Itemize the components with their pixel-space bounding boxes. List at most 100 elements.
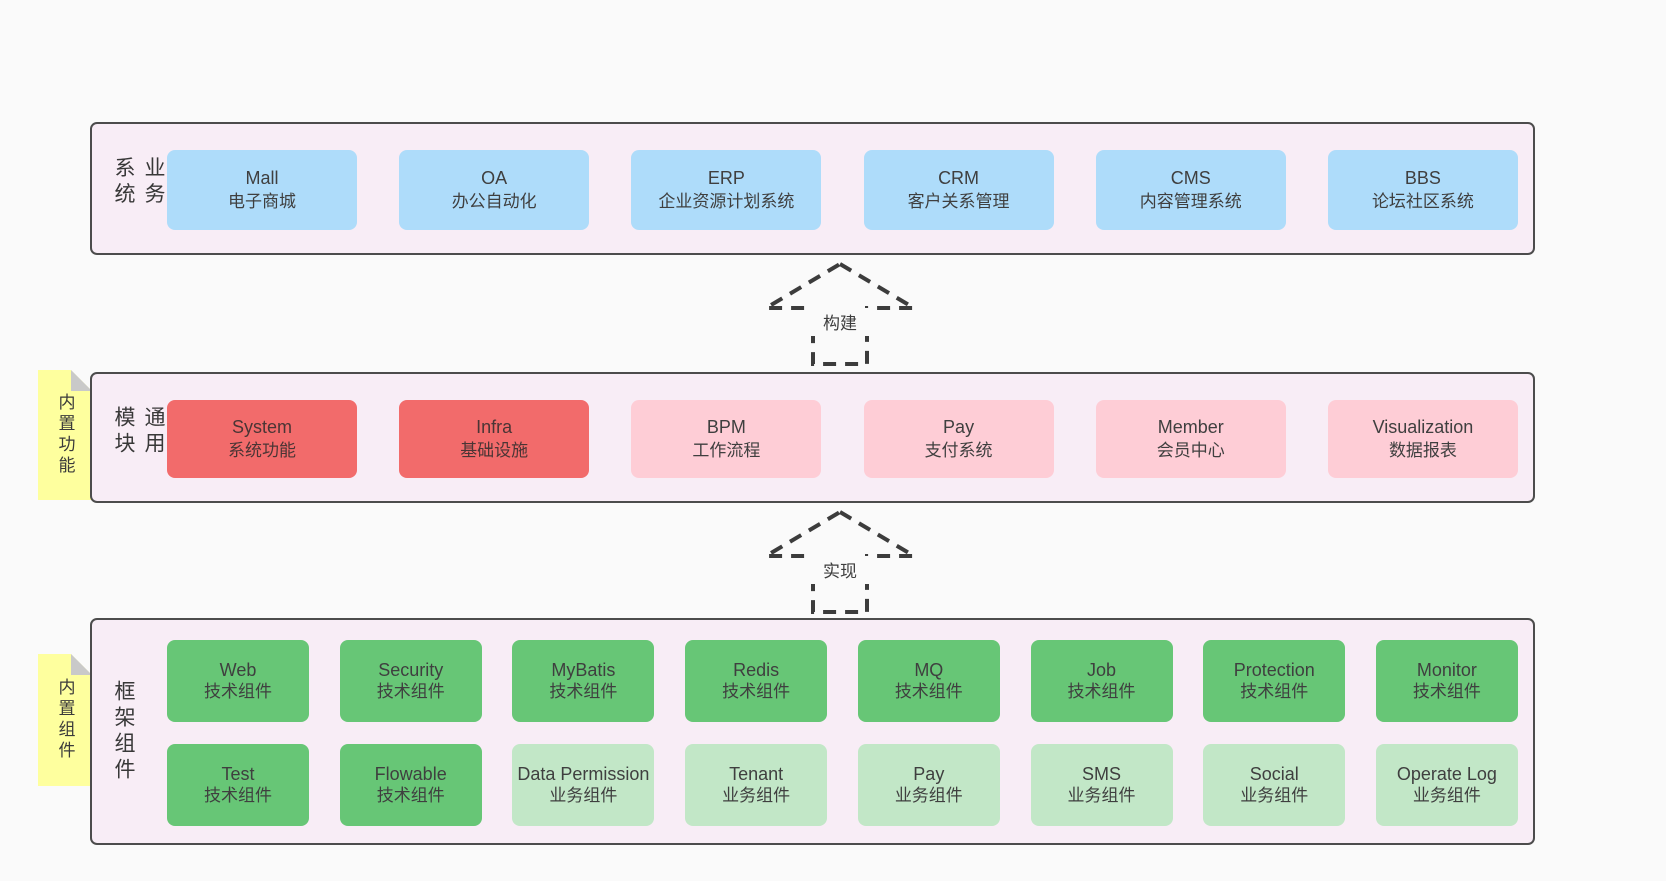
box-title: CMS	[1170, 168, 1211, 189]
box-title: Infra	[476, 417, 513, 438]
layer-framework-label: 框架组件	[112, 679, 135, 784]
box-title: Operate Log	[1396, 763, 1497, 784]
build-arrow-label: 构建	[823, 314, 857, 333]
sticky-note-text: 内置功能	[55, 393, 75, 477]
box-title: Web	[219, 659, 257, 680]
box-title: BBS	[1404, 168, 1441, 189]
box-title: Pay	[943, 417, 975, 438]
folded-corner-icon	[71, 654, 92, 675]
box-subtitle: 技术组件	[376, 681, 445, 701]
box-title: Security	[378, 659, 444, 680]
box-subtitle: 技术组件	[1067, 681, 1136, 701]
box-subtitle: 技术组件	[204, 681, 272, 701]
box-title: Monitor	[1416, 659, 1477, 680]
box-subtitle: 企业资源计划系统	[658, 191, 795, 211]
box-subtitle: 技术组件	[376, 785, 445, 805]
box-title: SMS	[1082, 763, 1122, 784]
box-title: OA	[481, 168, 508, 189]
box-title: BPM	[706, 417, 746, 438]
box-title: MyBatis	[551, 659, 616, 680]
box-title: Test	[221, 763, 255, 784]
box-subtitle: 基础设施	[460, 440, 529, 460]
box-title: Social	[1249, 763, 1299, 784]
box-title: MQ	[914, 659, 944, 680]
box-title: Visualization	[1372, 417, 1474, 438]
box-subtitle: 技术组件	[549, 681, 618, 701]
box-subtitle: 客户关系管理	[907, 191, 1010, 211]
box-subtitle: 业务组件	[1067, 785, 1136, 805]
box-subtitle: 工作流程	[692, 440, 761, 460]
box-subtitle: 业务组件	[894, 785, 963, 805]
box-subtitle: 技术组件	[1240, 681, 1309, 701]
box-title: Pay	[913, 763, 945, 784]
box-subtitle: 业务组件	[722, 785, 791, 805]
box-subtitle: 内容管理系统	[1139, 191, 1242, 211]
sticky-note-text: 内置组件	[55, 678, 75, 762]
box-title: Job	[1087, 659, 1117, 680]
box-subtitle: 业务组件	[1412, 785, 1481, 805]
implement-arrow: 实现	[758, 509, 922, 614]
layer-modules-label: 通用模块	[112, 405, 165, 458]
box-title: Flowable	[374, 763, 447, 784]
box-subtitle: 办公自动化	[451, 191, 537, 211]
box-subtitle: 技术组件	[204, 785, 272, 805]
box-title: Data Permission	[517, 763, 650, 784]
box-subtitle: 技术组件	[722, 681, 791, 701]
box-subtitle: 业务组件	[1240, 785, 1309, 805]
box-title: Mall	[245, 168, 279, 189]
box-subtitle: 会员中心	[1156, 440, 1225, 460]
box-title: System	[231, 417, 292, 438]
box-subtitle: 支付系统	[924, 440, 993, 460]
sticky-note-built-in-features: 内置功能	[38, 370, 92, 500]
box-subtitle: 系统功能	[228, 440, 296, 460]
folded-corner-icon	[71, 370, 92, 391]
box-title: CRM	[938, 168, 980, 189]
box-subtitle: 技术组件	[1412, 681, 1481, 701]
box-subtitle: 技术组件	[894, 681, 963, 701]
box-title: ERP	[707, 168, 745, 189]
box-subtitle: 业务组件	[549, 785, 618, 805]
box-subtitle: 数据报表	[1388, 440, 1457, 460]
box-title: Member	[1157, 417, 1224, 438]
box-title: Tenant	[729, 763, 784, 784]
arrow-label-bg	[808, 308, 872, 336]
sticky-note-built-in-components: 内置组件	[38, 654, 92, 786]
box-subtitle: 电子商城	[228, 191, 296, 211]
layer-business-label: 业务系统	[112, 156, 165, 209]
box-title: Redis	[733, 659, 780, 680]
